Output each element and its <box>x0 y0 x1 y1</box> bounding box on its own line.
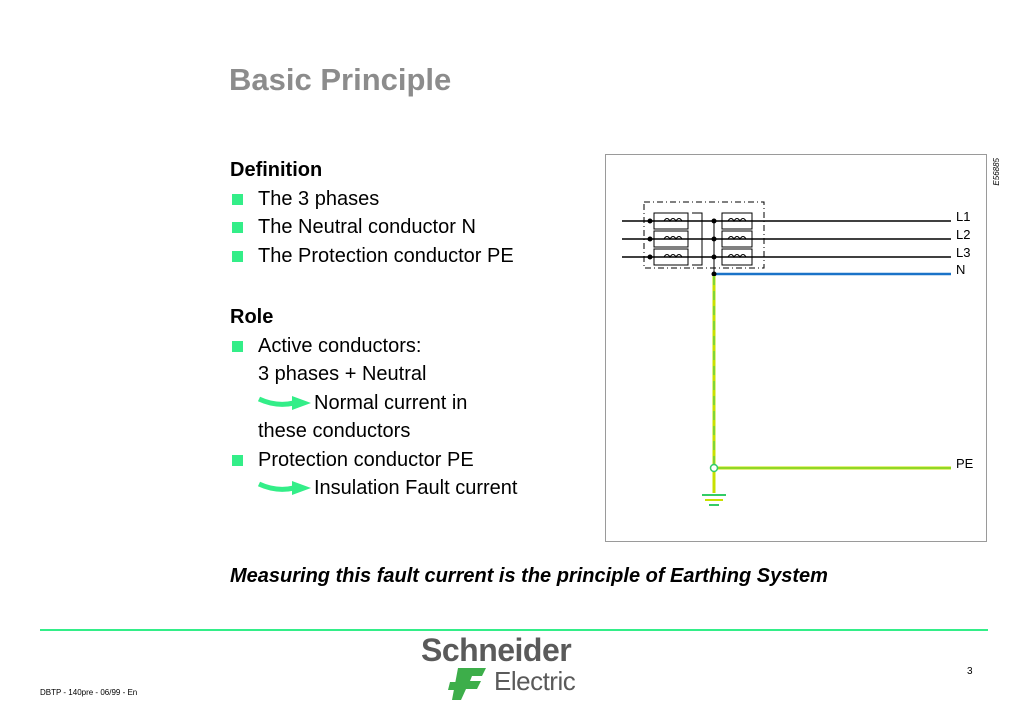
list-item-continuation: these conductors <box>258 420 411 442</box>
list-item: The Protection conductor PE <box>230 242 514 271</box>
label-l3: L3 <box>956 245 971 260</box>
logo-brand-text: Schneider <box>421 632 572 668</box>
slide-title: Basic Principle <box>229 62 452 97</box>
label-n: N <box>956 262 966 277</box>
bullet-icon <box>232 222 243 233</box>
label-l2: L2 <box>956 227 971 242</box>
earthing-diagram: L1 L2 L3 N PE <box>605 154 987 542</box>
page-number: 3 <box>967 666 973 677</box>
role-section: Role Active conductors: 3 phases + Neutr… <box>230 303 517 503</box>
bullet-icon <box>232 250 243 262</box>
arrow-icon <box>258 481 311 495</box>
arrow-line: Normal current in <box>230 389 517 418</box>
label-pe: PE <box>956 456 974 471</box>
principle-statement: Measuring this fault current is the prin… <box>230 565 828 587</box>
bullet-icon <box>232 193 243 205</box>
earth-ground-icon <box>702 494 726 506</box>
schneider-logo-icon <box>448 668 486 700</box>
definition-heading: Definition <box>230 159 323 181</box>
circuit-drawing <box>622 201 951 506</box>
list-item: The 3 phases <box>230 185 514 214</box>
footer-reference: DBTP - 140pre - 06/99 - En <box>40 688 138 697</box>
list-item: Active conductors: <box>230 332 517 361</box>
figure-reference: E56885 <box>992 158 1001 186</box>
footer-divider <box>40 629 988 631</box>
list-item: The Neutral conductor N <box>230 213 514 242</box>
list-item-continuation: 3 phases + Neutral <box>258 363 427 385</box>
bullet-icon <box>232 454 243 466</box>
arrow-icon <box>258 395 311 410</box>
sensor-enclosure <box>643 201 765 269</box>
logo-sub-text: Electric <box>494 666 576 696</box>
definition-section: Definition The 3 phases The Neutral cond… <box>230 156 514 270</box>
label-l1: L1 <box>956 209 971 224</box>
bullet-icon <box>232 340 243 352</box>
role-heading: Role <box>230 306 274 328</box>
list-item: Protection conductor PE <box>230 446 517 475</box>
schneider-electric-logo: Schneider Electric <box>418 632 593 704</box>
arrow-line: Insulation Fault current <box>230 474 517 503</box>
